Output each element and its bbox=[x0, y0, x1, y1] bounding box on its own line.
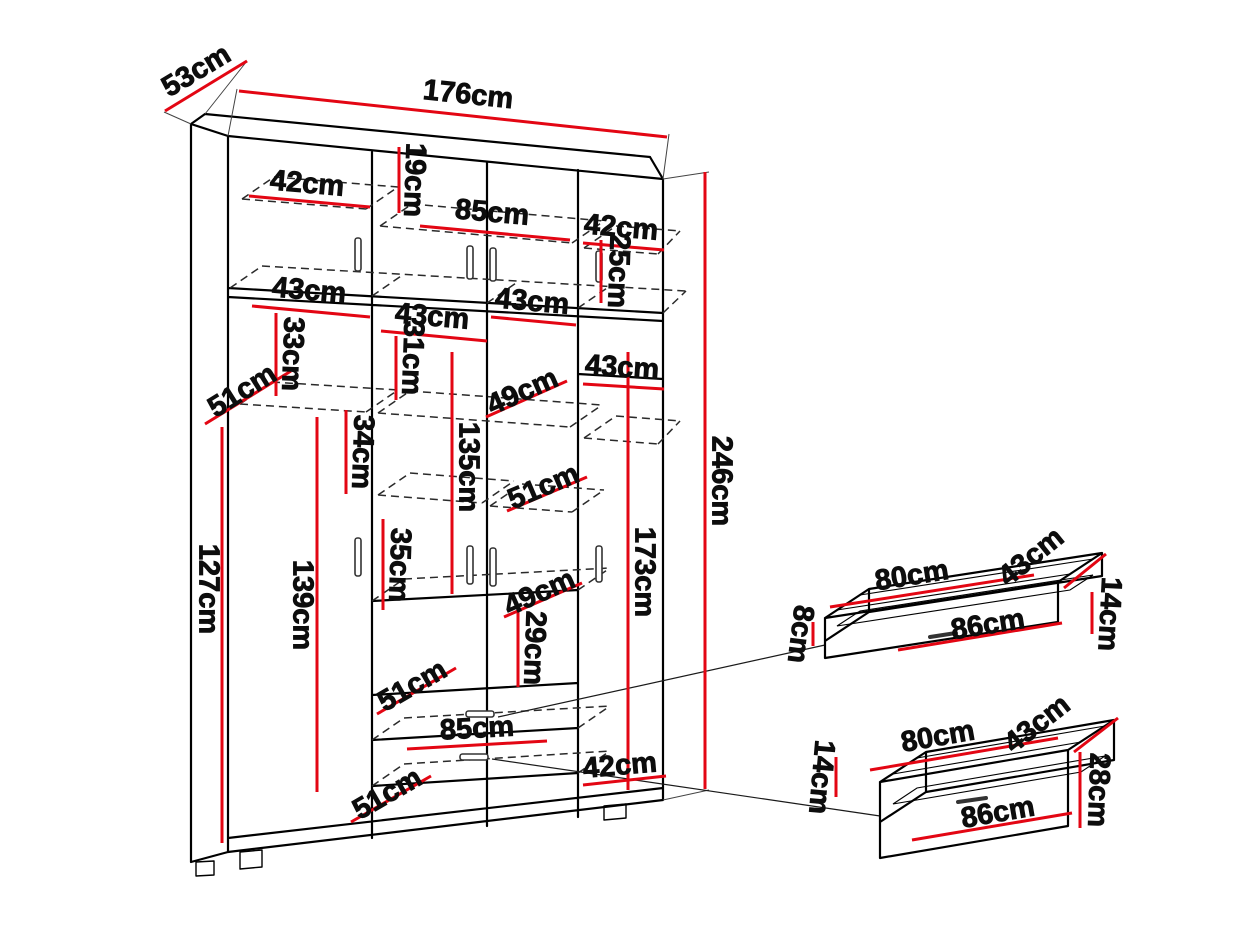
dim-line-drawer-large-43 bbox=[1073, 716, 1119, 754]
door-handle bbox=[595, 545, 603, 583]
dim-line-drawer-small-43 bbox=[1063, 552, 1107, 590]
dim-line-42-bottom bbox=[582, 774, 667, 787]
dim-line-43-mid-right bbox=[490, 315, 577, 327]
dim-line-drawer-small-86 bbox=[897, 621, 1063, 652]
door-handle bbox=[489, 547, 497, 587]
dim-label-51-a: 51cm bbox=[202, 358, 282, 424]
dim-label-43-mid-right: 43cm bbox=[494, 282, 571, 320]
dim-label-43-mid-left: 43cm bbox=[394, 297, 471, 335]
dim-line-51-a bbox=[204, 369, 292, 426]
dim-label-drawer-large-86: 86cm bbox=[958, 790, 1037, 834]
dim-label-34: 34cm bbox=[345, 414, 380, 489]
dim-label-49-a: 49cm bbox=[482, 362, 563, 421]
leader-line-large-drawer bbox=[491, 758, 881, 817]
dim-label-51-b: 51cm bbox=[503, 458, 584, 516]
dim-line-43-right bbox=[582, 382, 665, 391]
dim-line-49-a bbox=[485, 379, 568, 419]
dim-label-drawer-small-8: 8cm bbox=[781, 603, 820, 665]
drawer-handle bbox=[465, 710, 495, 718]
dim-line-51-c bbox=[376, 666, 457, 716]
dim-label-139: 139cm bbox=[286, 560, 318, 650]
dim-label-43-left: 43cm bbox=[271, 271, 348, 309]
drawer-small-inner-bottom bbox=[836, 574, 1094, 627]
dim-line-width-176 bbox=[238, 89, 668, 139]
dim-line-depth-53 bbox=[164, 59, 248, 113]
drawer-large-handle bbox=[956, 796, 988, 804]
dim-label-drawer-large-43: 43cm bbox=[998, 689, 1076, 760]
dimension-labels: 53cm 176cm 42cm 19cm 85cm 42cm 25cm 43cm… bbox=[156, 38, 1128, 836]
dim-label-31: 31cm bbox=[395, 320, 430, 395]
extension-lines bbox=[163, 60, 710, 801]
dim-line-85-top bbox=[419, 224, 571, 242]
dim-line-drawer-large-86 bbox=[911, 811, 1073, 842]
drawer-large-inner-bottom bbox=[892, 755, 1106, 805]
dim-line-42-top-left bbox=[248, 194, 371, 209]
door-handles bbox=[354, 237, 603, 761]
drawer-small-handle bbox=[928, 631, 958, 639]
dim-label-drawer-large-80: 80cm bbox=[898, 714, 977, 758]
door-handle bbox=[466, 245, 474, 280]
dim-line-43-left bbox=[251, 304, 371, 319]
dim-label-drawer-small-14: 14cm bbox=[1091, 576, 1127, 652]
dim-label-29: 29cm bbox=[517, 610, 552, 685]
door-handle bbox=[354, 537, 362, 577]
dim-line-51-d bbox=[350, 774, 432, 824]
dim-label-85-bottom: 85cm bbox=[439, 711, 515, 747]
dim-line-43-mid-left bbox=[380, 329, 488, 343]
door-handle bbox=[466, 545, 474, 585]
dim-line-drawer-large-80 bbox=[869, 736, 1059, 772]
dimension-lines bbox=[164, 59, 1119, 843]
dim-label-drawer-small-86: 86cm bbox=[949, 603, 1027, 646]
door-handle bbox=[354, 237, 362, 272]
dim-label-135: 135cm bbox=[452, 422, 484, 512]
dim-label-33: 33cm bbox=[275, 316, 310, 391]
dim-label-width-176: 176cm bbox=[422, 74, 515, 115]
drawer-large-drawing bbox=[878, 718, 1116, 860]
drawer-handle bbox=[459, 753, 489, 761]
dim-label-173: 173cm bbox=[628, 527, 660, 617]
dim-line-drawer-small-80 bbox=[829, 573, 1035, 609]
dim-label-depth-53: 53cm bbox=[156, 38, 236, 104]
dim-line-51-b bbox=[506, 475, 588, 513]
door-handle bbox=[489, 247, 497, 282]
dim-label-19: 19cm bbox=[397, 142, 432, 217]
dim-label-42-top-left: 42cm bbox=[269, 164, 346, 202]
dim-label-drawer-large-14: 14cm bbox=[802, 739, 840, 816]
dim-label-42-top-right: 42cm bbox=[583, 208, 660, 246]
dim-label-246: 246cm bbox=[705, 436, 737, 526]
dim-label-35: 35cm bbox=[382, 527, 417, 602]
wardrobe-feet bbox=[195, 803, 627, 877]
dim-label-85-top: 85cm bbox=[454, 193, 531, 231]
dim-line-85-bottom bbox=[406, 739, 548, 751]
dim-label-42-bottom: 42cm bbox=[582, 746, 659, 784]
leader-line-small-drawer bbox=[497, 644, 826, 718]
dim-label-drawer-large-28: 28cm bbox=[1081, 752, 1116, 827]
dim-line-42-top-right bbox=[582, 241, 665, 252]
dim-label-25: 25cm bbox=[601, 233, 636, 308]
dim-label-43-right: 43cm bbox=[584, 349, 660, 386]
dim-label-51-c: 51cm bbox=[372, 653, 452, 718]
wardrobe-structure bbox=[163, 60, 710, 877]
wardrobe-outline bbox=[189, 112, 665, 864]
dim-label-127: 127cm bbox=[192, 544, 224, 634]
drawer-small-inner-rim bbox=[836, 558, 1094, 611]
